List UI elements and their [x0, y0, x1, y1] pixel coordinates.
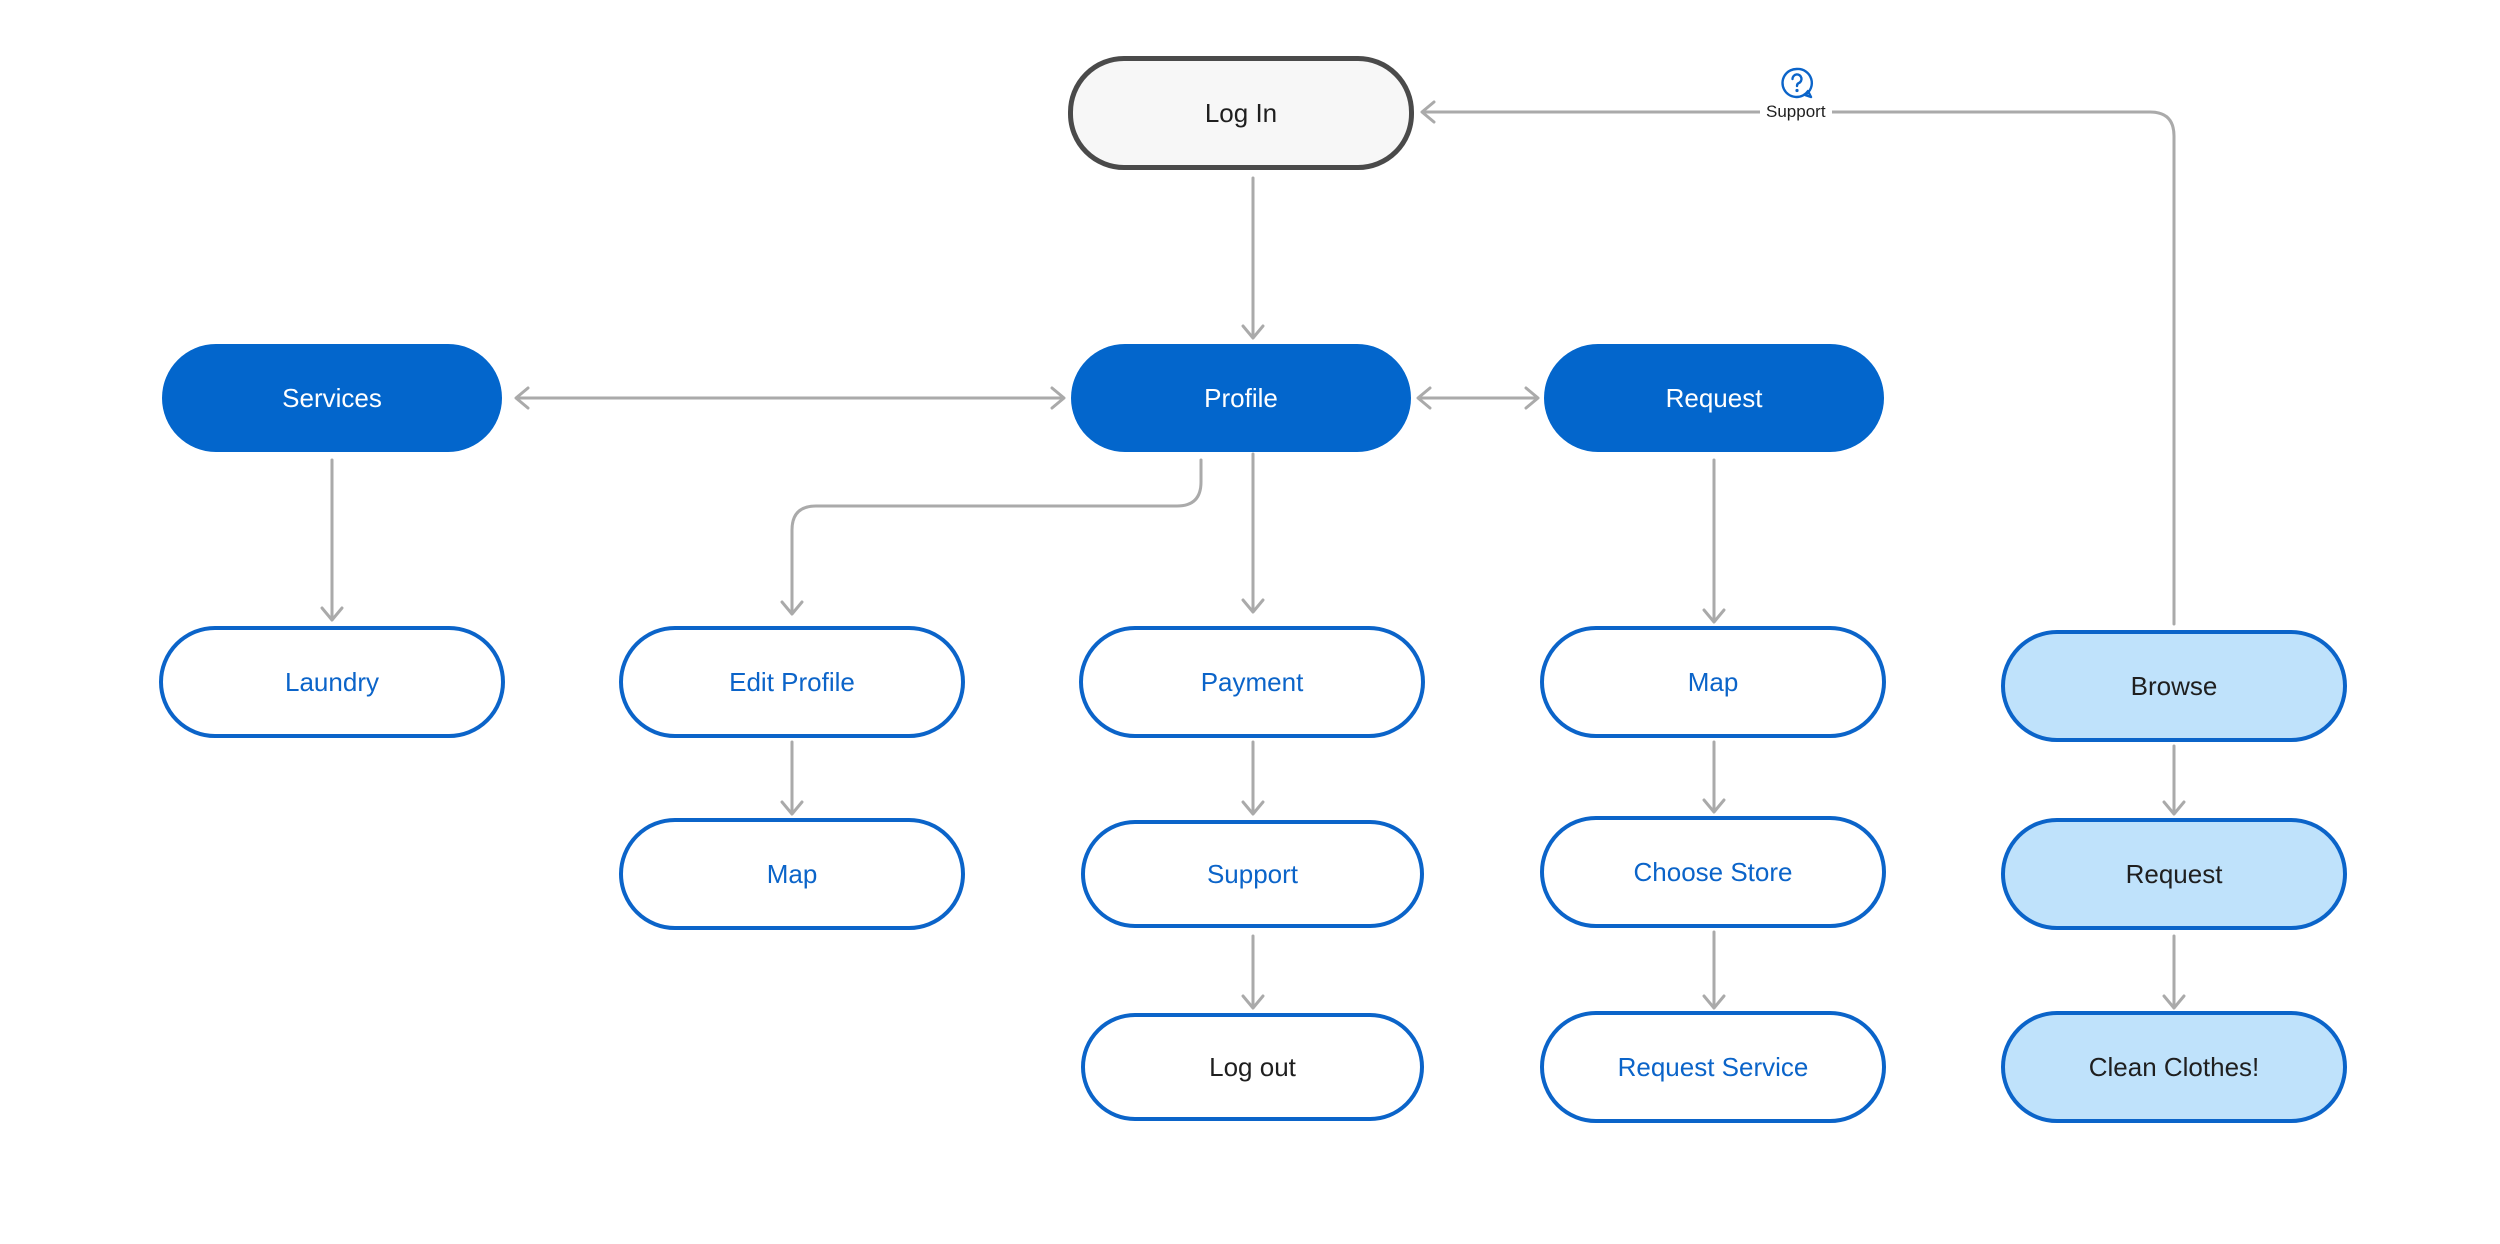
node-map-profile[interactable]: Map [619, 818, 965, 930]
arrowhead [1524, 386, 1540, 410]
arrowhead [1241, 598, 1265, 614]
arrowhead [2162, 994, 2186, 1010]
node-clean-clothes[interactable]: Clean Clothes! [2001, 1011, 2347, 1123]
arrowhead [1702, 798, 1726, 814]
node-services[interactable]: Services [162, 344, 502, 452]
arrowhead [1241, 994, 1265, 1010]
arrowhead [1050, 386, 1066, 410]
node-log-in[interactable]: Log In [1068, 56, 1414, 170]
arrowhead [1241, 324, 1265, 340]
node-profile[interactable]: Profile [1071, 344, 1411, 452]
support-edge-label: Support [1760, 102, 1832, 122]
connector-browse-login [1422, 110, 2176, 626]
node-request-service[interactable]: Request Service [1540, 1011, 1886, 1123]
node-request[interactable]: Request [1544, 344, 1884, 452]
node-log-out[interactable]: Log out [1081, 1013, 1424, 1121]
node-support[interactable]: Support [1081, 820, 1424, 928]
arrowhead [780, 600, 804, 616]
node-laundry[interactable]: Laundry [159, 626, 505, 738]
arrowhead [1702, 608, 1726, 624]
node-request-browse[interactable]: Request [2001, 818, 2347, 930]
node-map-request[interactable]: Map [1540, 626, 1886, 738]
arrowhead [1416, 386, 1432, 410]
arrowhead [780, 800, 804, 816]
chat-question-icon [1781, 67, 1813, 99]
connector-profile-editprofile [790, 458, 1203, 614]
arrowhead [2162, 800, 2186, 816]
node-browse[interactable]: Browse [2001, 630, 2347, 742]
node-edit-profile[interactable]: Edit Profile [619, 626, 965, 738]
arrowhead [320, 606, 344, 622]
arrowhead [1420, 100, 1436, 124]
node-payment[interactable]: Payment [1079, 626, 1425, 738]
arrowhead [1241, 800, 1265, 816]
node-choose-store[interactable]: Choose Store [1540, 816, 1886, 928]
arrowhead [514, 386, 530, 410]
arrowhead [1702, 994, 1726, 1010]
